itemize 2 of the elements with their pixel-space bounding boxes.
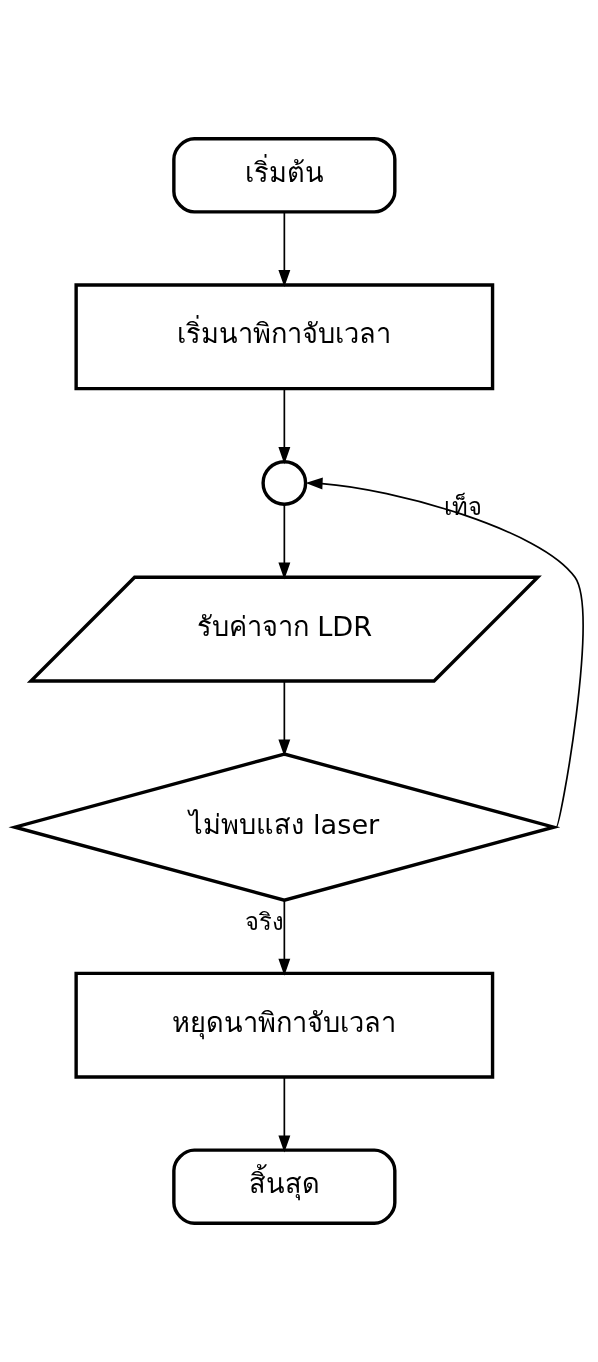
edge-label: เท็จ bbox=[444, 492, 483, 521]
edge-label: จริง bbox=[245, 908, 285, 937]
